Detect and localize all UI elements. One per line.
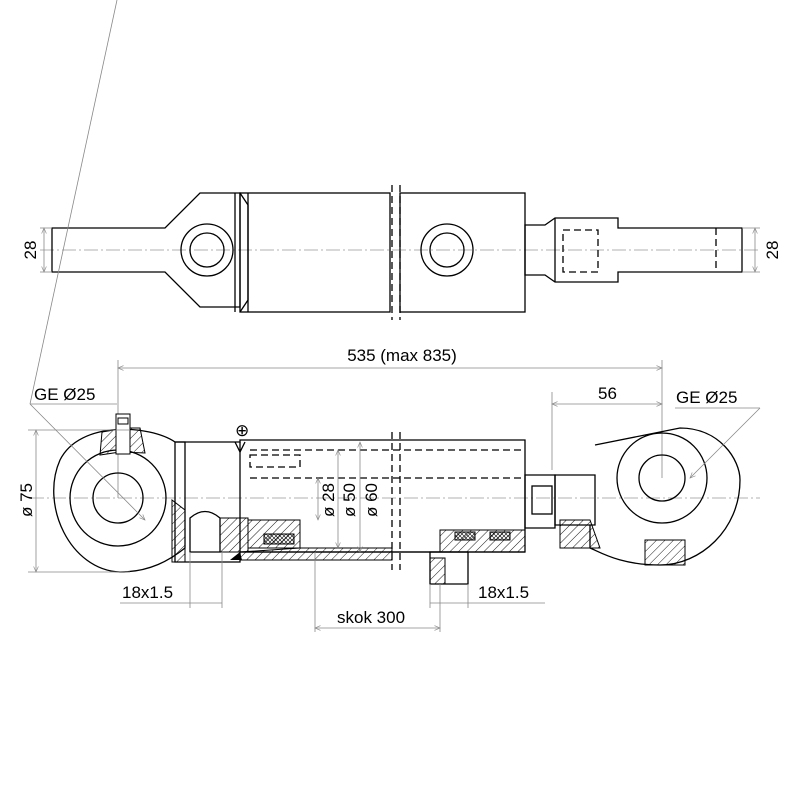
section-marker-icon: ⊕	[235, 421, 249, 440]
top-view: 28 28	[21, 185, 782, 320]
dim-port-right: 18x1.5	[478, 583, 529, 602]
left-pin-inner	[189, 232, 225, 268]
dim-rod-diameter: ø 28	[319, 483, 338, 517]
section-view: 535 (max 835) ø 75 GE Ø25 ⊕	[17, 0, 761, 632]
dim-rod-left: 28	[21, 241, 40, 260]
port-inner	[429, 232, 465, 268]
left-pin-outer	[180, 223, 234, 277]
cylinder-body-left	[239, 192, 391, 313]
label-bearing-right: GE Ø25	[676, 388, 737, 407]
dim-eye-diameter: ø 75	[17, 483, 36, 517]
dim-eye-offset: 56	[598, 384, 617, 403]
dim-rod-right: 28	[763, 241, 782, 260]
right-eye	[589, 427, 741, 566]
port-left	[189, 510, 221, 553]
port-outer	[420, 223, 474, 277]
label-bearing-left: GE Ø25	[34, 385, 95, 404]
cylinder-body-right	[399, 192, 526, 313]
piston-seal	[263, 533, 295, 545]
dim-port-left: 18x1.5	[122, 583, 173, 602]
dim-overall-length: 535 (max 835)	[347, 346, 457, 365]
dim-stroke: skok 300	[337, 608, 405, 627]
dim-piston-diameter: ø 50	[340, 483, 359, 517]
dim-tube-diameter: ø 60	[362, 483, 381, 517]
